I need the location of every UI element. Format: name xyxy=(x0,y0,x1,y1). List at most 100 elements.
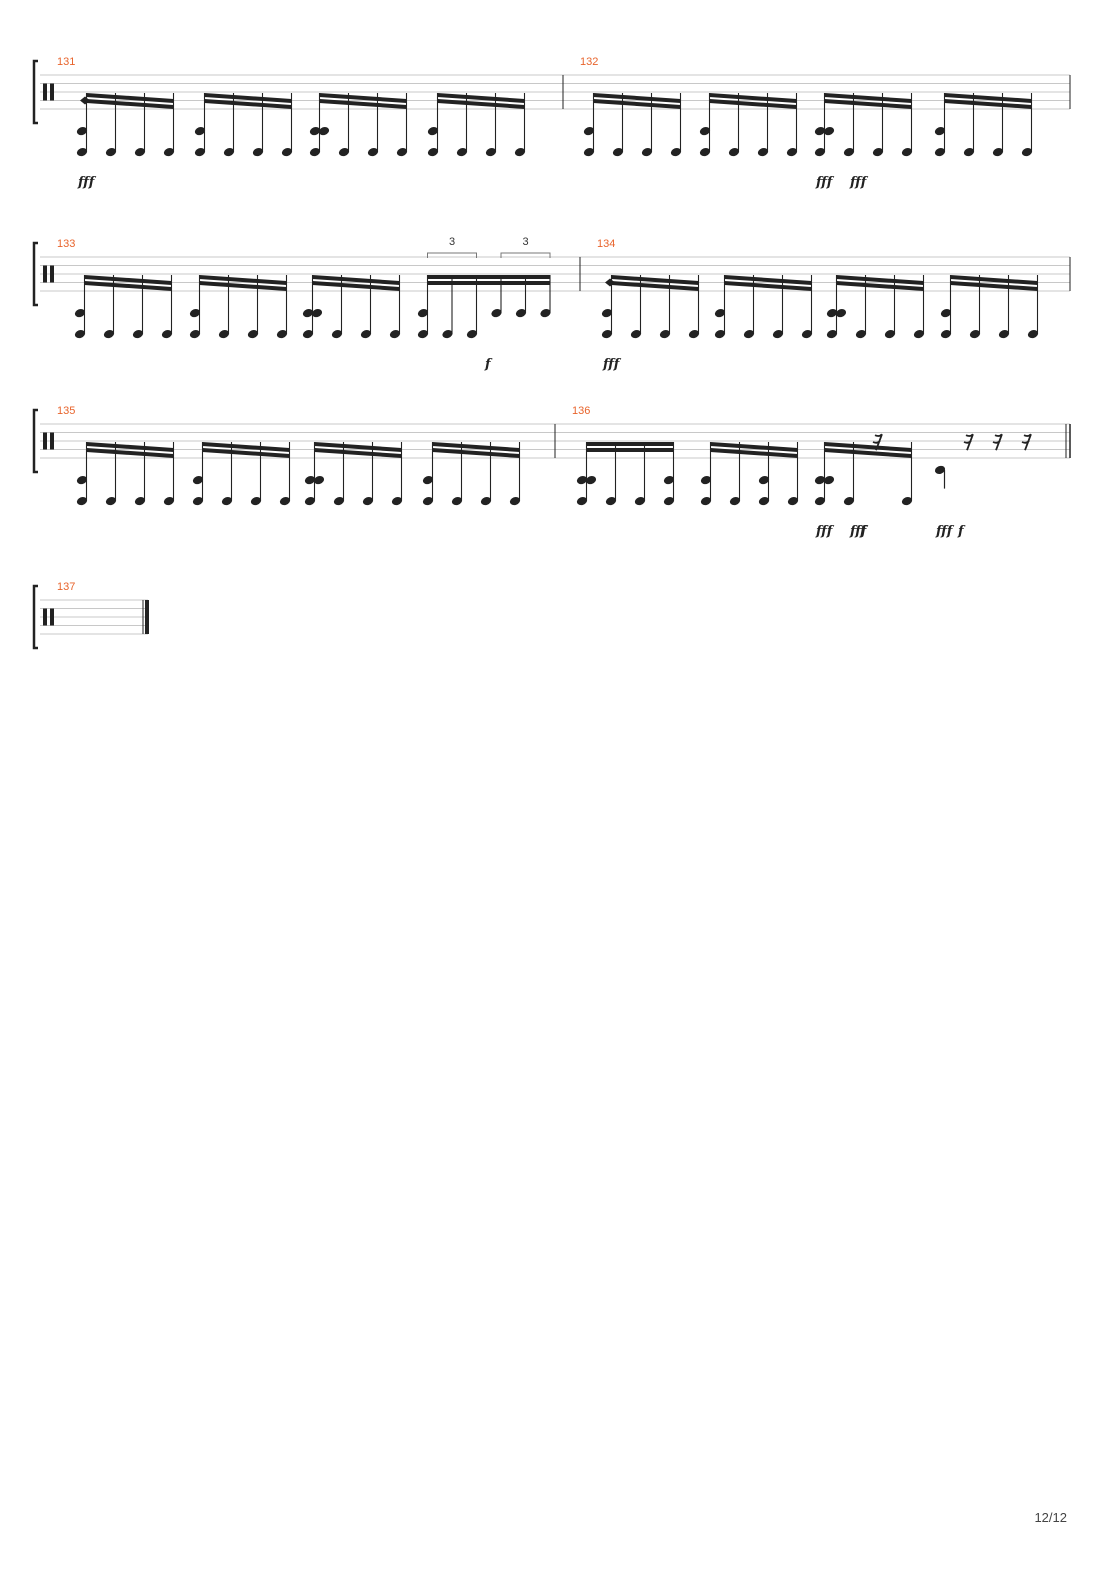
note-head xyxy=(758,496,770,506)
tuplet-label: 3 xyxy=(449,236,455,248)
note-head xyxy=(714,329,726,339)
measure-number: 134 xyxy=(597,238,615,250)
note-head xyxy=(823,127,835,136)
note-head xyxy=(276,329,288,339)
note-beam xyxy=(202,448,290,458)
dynamic-marking: fff xyxy=(935,524,955,539)
note-head xyxy=(758,476,770,485)
note-head xyxy=(728,147,740,157)
note-head xyxy=(601,309,613,318)
note-beam xyxy=(611,275,699,285)
note-head xyxy=(969,329,981,339)
note-beam xyxy=(724,281,812,291)
note-head xyxy=(391,496,403,506)
note-head xyxy=(279,496,291,506)
note-beam xyxy=(84,275,172,285)
note-beam xyxy=(710,448,798,458)
note-head xyxy=(814,496,826,506)
note-beam xyxy=(199,281,287,291)
note-head xyxy=(940,309,952,318)
note-head xyxy=(281,147,293,157)
note-beam xyxy=(824,99,912,109)
accent-mark xyxy=(80,96,90,105)
note-beam xyxy=(824,448,912,458)
note-head xyxy=(223,147,235,157)
note-head xyxy=(901,147,913,157)
note-head xyxy=(485,147,497,157)
sixteenth-rest xyxy=(1021,433,1032,451)
note-beam xyxy=(84,281,172,291)
note-beam xyxy=(710,442,798,452)
note-head xyxy=(396,147,408,157)
note-head xyxy=(163,496,175,506)
dynamic-marking: f xyxy=(859,524,868,539)
note-head xyxy=(729,496,741,506)
note-head xyxy=(103,329,115,339)
note-head xyxy=(714,309,726,318)
note-head xyxy=(76,476,88,485)
note-head xyxy=(699,147,711,157)
measure-number: 132 xyxy=(580,56,598,68)
note-head xyxy=(514,147,526,157)
note-head xyxy=(331,329,343,339)
note-head xyxy=(456,147,468,157)
note-head xyxy=(333,496,345,506)
note-head xyxy=(992,147,1004,157)
note-head xyxy=(427,127,439,136)
note-head xyxy=(612,147,624,157)
note-head xyxy=(427,147,439,157)
note-beam xyxy=(432,448,520,458)
note-head xyxy=(417,329,429,339)
note-head xyxy=(134,147,146,157)
note-beam xyxy=(312,281,400,291)
note-head xyxy=(389,329,401,339)
note-head xyxy=(252,147,264,157)
note-head xyxy=(163,147,175,157)
note-head xyxy=(302,309,314,318)
note-head xyxy=(442,329,453,339)
note-head xyxy=(338,147,350,157)
note-beam xyxy=(314,448,402,458)
note-head xyxy=(843,147,855,157)
final-barline xyxy=(145,600,149,634)
note-head xyxy=(194,147,206,157)
percussion-clef xyxy=(50,83,54,101)
note-head xyxy=(700,476,712,485)
sixteenth-rest xyxy=(992,433,1003,451)
note-head xyxy=(659,329,671,339)
note-head xyxy=(826,329,838,339)
note-head xyxy=(901,496,913,506)
note-head xyxy=(940,329,952,339)
note-head xyxy=(422,476,434,485)
note-head xyxy=(311,309,323,318)
note-beam xyxy=(202,442,290,452)
note-head xyxy=(540,309,551,318)
note-beam xyxy=(86,93,174,103)
dynamic-marking: fff xyxy=(602,357,622,372)
system-bracket xyxy=(32,408,38,474)
note-head xyxy=(787,496,799,506)
percussion-clef xyxy=(43,83,47,101)
note-beam xyxy=(836,275,924,285)
note-head xyxy=(605,496,617,506)
accent-mark xyxy=(605,278,615,287)
percussion-clef xyxy=(43,432,47,450)
note-head xyxy=(309,147,321,157)
note-head xyxy=(247,329,259,339)
note-head xyxy=(422,496,434,506)
note-head xyxy=(814,476,826,485)
note-head xyxy=(367,147,379,157)
percussion-clef xyxy=(50,608,54,626)
note-head xyxy=(134,496,146,506)
system-bracket xyxy=(32,241,38,307)
note-beam xyxy=(204,99,292,109)
note-beam xyxy=(86,442,174,452)
percussion-clef xyxy=(50,265,54,283)
note-beam xyxy=(314,442,402,452)
note-beam xyxy=(586,448,674,452)
dynamic-marking: f xyxy=(484,357,493,372)
note-beam xyxy=(709,99,797,109)
staff-system: 137 xyxy=(32,581,149,650)
